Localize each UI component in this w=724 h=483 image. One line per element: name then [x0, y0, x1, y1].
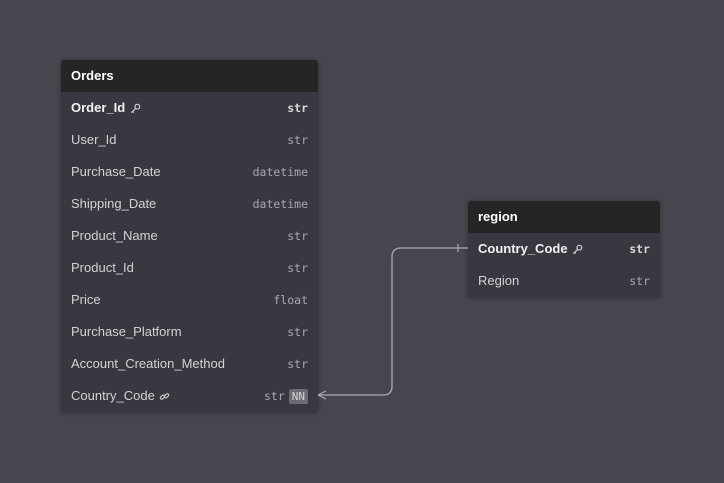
column-type: str [287, 357, 308, 371]
column-type: str [287, 101, 308, 115]
column-name: Purchase_Date [71, 164, 161, 179]
column-type: str [287, 133, 308, 147]
table-row[interactable]: Country_Code str [468, 233, 660, 265]
table-orders[interactable]: Orders Order_Id str User_Id str Purchase… [61, 60, 318, 412]
table-row[interactable]: Purchase_Platform str [61, 316, 318, 348]
table-row[interactable]: Product_Id str [61, 252, 318, 284]
key-icon [129, 102, 141, 114]
column-name: Product_Name [71, 228, 158, 243]
column-type: str [287, 325, 308, 339]
link-icon [159, 390, 171, 402]
column-name: Order_Id [71, 100, 126, 115]
table-row[interactable]: Order_Id str [61, 92, 318, 124]
table-row[interactable]: Country_Code str NN [61, 380, 318, 412]
column-type: str [287, 261, 308, 275]
table-region[interactable]: region Country_Code str Region str [468, 201, 660, 297]
column-name: Price [71, 292, 101, 307]
column-type: str [629, 274, 650, 288]
table-row[interactable]: User_Id str [61, 124, 318, 156]
column-name: Region [478, 273, 520, 288]
table-orders-header[interactable]: Orders [61, 60, 318, 92]
table-row[interactable]: Product_Name str [61, 220, 318, 252]
connector-line [318, 247, 468, 396]
many-end-marker [317, 390, 327, 400]
table-row[interactable]: Purchase_Date datetime [61, 156, 318, 188]
column-name: Country_Code [478, 241, 568, 256]
column-name: Account_Creation_Method [71, 356, 225, 371]
column-name: Product_Id [71, 260, 134, 275]
table-row[interactable]: Region str [468, 265, 660, 297]
column-name: User_Id [71, 132, 117, 147]
table-row[interactable]: Account_Creation_Method str [61, 348, 318, 380]
column-type: float [273, 293, 308, 307]
column-type: str [287, 229, 308, 243]
column-type: str [629, 242, 650, 256]
column-type: datetime [252, 165, 308, 179]
table-row[interactable]: Price float [61, 284, 318, 316]
column-name: Purchase_Platform [71, 324, 182, 339]
column-type: str [263, 389, 285, 403]
table-region-header[interactable]: region [468, 201, 660, 233]
column-type: datetime [252, 197, 308, 211]
key-icon [572, 243, 584, 255]
not-null-badge: NN [288, 388, 308, 404]
column-name: Shipping_Date [71, 196, 157, 211]
column-name: Country_Code [71, 388, 155, 403]
table-row[interactable]: Shipping_Date datetime [61, 188, 318, 220]
